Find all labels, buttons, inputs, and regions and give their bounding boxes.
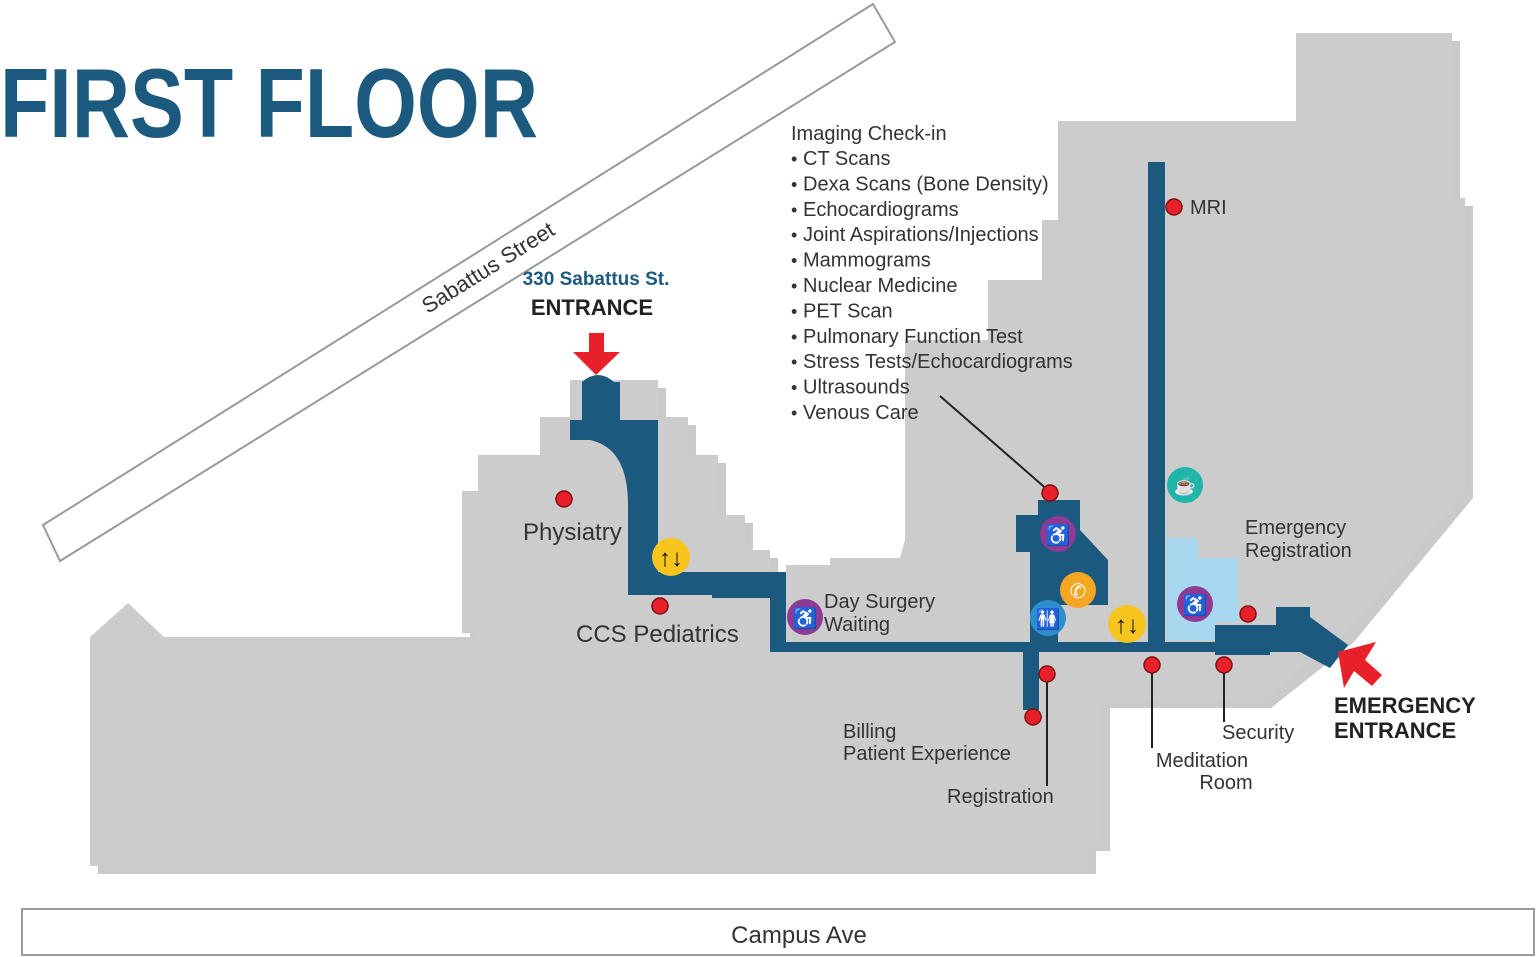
entrance-arrow-icon <box>1338 642 1382 688</box>
emergency-registration-label-2: Registration <box>1245 540 1352 562</box>
svg-text:♿: ♿ <box>1046 523 1071 547</box>
bullet: • <box>791 251 797 271</box>
day-surgery-label-1: Day Surgery <box>824 591 935 613</box>
emergency-entrance-label-1: EMERGENCY <box>1334 693 1476 718</box>
physiatry-label: Physiatry <box>523 519 622 546</box>
bullet: • <box>791 378 797 398</box>
svg-text:♿: ♿ <box>793 606 818 630</box>
location-marker-icon[interactable] <box>555 490 573 508</box>
location-marker-icon[interactable] <box>1041 484 1059 502</box>
imaging-service-item: Pulmonary Function Test <box>803 326 1023 348</box>
svg-text:☕: ☕ <box>1174 475 1196 496</box>
campus-ave-label: Campus Ave <box>731 922 867 949</box>
entrance-arrow-icon <box>573 333 620 375</box>
elevator-icon[interactable]: ↑↓ <box>652 538 690 576</box>
bullet: • <box>791 225 797 245</box>
svg-text:✆: ✆ <box>1070 581 1087 603</box>
emergency-registration-label-1: Emergency <box>1245 517 1346 539</box>
svg-text:↑↓: ↑↓ <box>659 545 683 572</box>
elevator-icon[interactable]: ↑↓ <box>1108 605 1146 643</box>
imaging-service-item: Venous Care <box>803 402 919 424</box>
meditation-room-label-2: Room <box>1199 772 1252 794</box>
location-marker-icon[interactable] <box>1024 708 1042 726</box>
security-label: Security <box>1222 722 1294 744</box>
registration-label: Registration <box>947 786 1054 808</box>
campus-ave: Campus Ave <box>21 908 1535 956</box>
meditation-room-label-1: Meditation <box>1156 750 1248 772</box>
location-marker-icon[interactable] <box>1165 198 1183 216</box>
location-marker-icon[interactable] <box>1038 665 1056 683</box>
waiting-room-icon[interactable]: ♿ <box>1040 516 1076 552</box>
bullet: • <box>791 301 797 321</box>
imaging-service-item: Echocardiograms <box>803 199 959 221</box>
imaging-service-item: Joint Aspirations/Injections <box>803 224 1039 246</box>
restroom-icon[interactable]: 🚻 <box>1030 600 1066 636</box>
building-footprint <box>90 33 1473 874</box>
leader-lines <box>939 395 1225 786</box>
billing-label-1: Billing <box>843 721 896 743</box>
imaging-service-item: Nuclear Medicine <box>803 275 958 297</box>
imaging-checkin-list: Imaging Check-in • CT Scans • Dexa Scans (B… <box>791 123 1073 424</box>
page-title: FIRST FLOOR <box>0 48 538 158</box>
day-surgery-label-2: Waiting <box>824 614 890 636</box>
imaging-service-item: Dexa Scans (Bone Density) <box>803 173 1049 195</box>
imaging-service-item: CT Scans <box>803 148 890 170</box>
bullet: • <box>791 352 797 372</box>
bullet: • <box>791 327 797 347</box>
waiting-room-icon[interactable]: ♿ <box>787 599 823 635</box>
mri-label: MRI <box>1190 197 1227 219</box>
svg-text:↑↓: ↑↓ <box>1115 612 1139 639</box>
location-marker-icon[interactable] <box>1143 656 1161 674</box>
main-entrance-address: 330 Sabattus St. <box>523 269 670 290</box>
svg-text:🚻: 🚻 <box>1036 607 1061 631</box>
imaging-service-item: Ultrasounds <box>803 377 910 399</box>
ccs-pediatrics-label: CCS Pediatrics <box>576 621 739 648</box>
billing-label-2: Patient Experience <box>843 743 1011 765</box>
imaging-service-item: Mammograms <box>803 250 931 272</box>
waiting-room-icon[interactable]: ♿ <box>1177 586 1213 622</box>
main-entrance-label: ENTRANCE <box>531 295 653 320</box>
bullet: • <box>791 276 797 296</box>
location-markers <box>555 198 1257 726</box>
location-marker-icon[interactable] <box>651 597 669 615</box>
cafe-icon[interactable]: ☕ <box>1167 467 1203 503</box>
bullet: • <box>791 149 797 169</box>
bullet: • <box>791 174 797 194</box>
emergency-entrance-label-2: ENTRANCE <box>1334 718 1456 743</box>
bullet: • <box>791 200 797 220</box>
imaging-service-item: Stress Tests/Echocardiograms <box>803 351 1073 373</box>
location-marker-icon[interactable] <box>1215 656 1233 674</box>
bullet: • <box>791 403 797 423</box>
imaging-service-item: PET Scan <box>803 300 893 322</box>
svg-text:♿: ♿ <box>1183 593 1208 617</box>
location-marker-icon[interactable] <box>1239 605 1257 623</box>
phone-icon[interactable]: ✆ <box>1060 572 1096 608</box>
imaging-heading: Imaging Check-in <box>791 123 947 145</box>
